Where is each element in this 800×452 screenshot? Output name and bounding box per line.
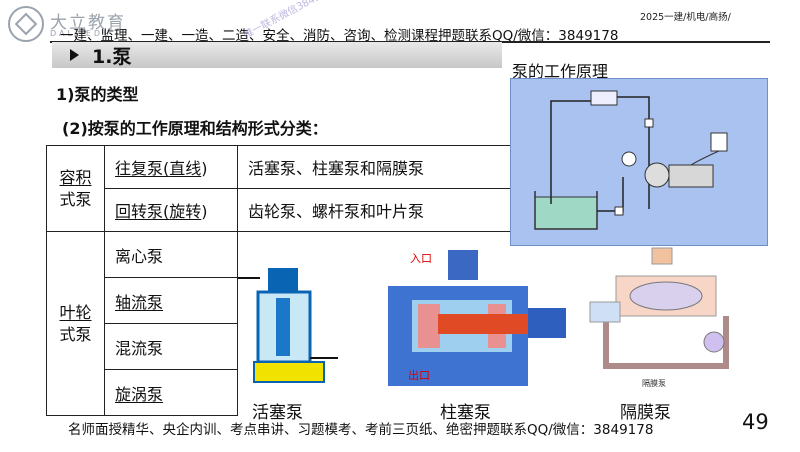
impeller-axial: 轴流泵 — [104, 277, 238, 324]
drive-end — [528, 308, 566, 338]
piston-pump-illustration — [238, 268, 338, 383]
section-title: 1.泵 — [92, 46, 132, 68]
page-number: 49 — [742, 410, 769, 434]
subheading-pump-types: 1)泵的类型 — [56, 85, 139, 104]
tank-outline — [534, 191, 598, 230]
subheading-classification: (2)按泵的工作原理和结构形式分类： — [62, 119, 328, 138]
triangle-bullet-icon — [70, 49, 79, 61]
table-row: 混流泵 — [47, 323, 529, 370]
header-banner: 一建、监理、一建、一造、二造、安全、消防、咨询、检测课程押题联系QQ/微信：38… — [60, 28, 619, 44]
plunger-pump-illustration: 入口 出口 — [388, 250, 566, 386]
diaphragm-pump-figure: 隔膜泵 — [586, 246, 746, 396]
inlet-port — [448, 250, 478, 280]
brand-name: 大立教育 — [50, 13, 126, 33]
group-impeller: 叶轮 式泵 — [46, 231, 105, 416]
return-pipe — [597, 177, 624, 212]
logo-icon — [8, 6, 44, 42]
group-label-line: 式泵 — [59, 189, 92, 209]
classification-table: 容积 式泵 往复泵(直线) 活塞泵、柱塞泵和隔膜泵 回转泵(旋转) 齿轮泵、螺杆… — [46, 145, 529, 416]
plunger-pump-figure: 入口 出口 — [378, 246, 568, 396]
caption-plunger-pump: 柱塞泵 — [440, 403, 491, 423]
course-tag: 2025一建/机电/高扬/ — [640, 12, 731, 23]
diaphragm-pump-illustration: 隔膜泵 — [589, 247, 729, 388]
working-principle-title: 泵的工作原理 — [512, 62, 609, 81]
valve-icon — [644, 118, 654, 128]
packing — [418, 304, 440, 348]
footer-text: 名师面授精华、央企内训、考点串讲、习题模考、考前三页纸、绝密押题联系QQ/微信：… — [68, 422, 654, 438]
control-box — [710, 132, 728, 152]
subtype-rotary: 回转泵(旋转) — [104, 188, 238, 232]
subtype-text: ) — [201, 159, 208, 178]
top-vessel — [590, 90, 618, 106]
impeller-mixed: 混流泵 — [104, 323, 238, 370]
inlet-label: 入口 — [410, 252, 432, 265]
outlet-label: 出口 — [408, 368, 430, 382]
subtype-text: 回转泵( — [115, 202, 170, 221]
inlet-valve — [589, 301, 621, 323]
brand-sub: DALI EDU — [50, 29, 112, 38]
liquid-pipe — [603, 316, 729, 369]
plunger — [438, 314, 538, 334]
table-row: 回转泵(旋转) 齿轮泵、螺杆泵和叶片泵 — [47, 188, 529, 232]
subtype-reciprocating: 往复泵(直线) — [104, 145, 238, 189]
working-principle-diagram — [510, 78, 768, 246]
water-tank — [534, 196, 598, 230]
pump-casing — [644, 162, 670, 188]
subtype-text: ) — [201, 202, 208, 221]
impeller-centrifugal: 离心泵 — [104, 231, 238, 278]
table-row: 旋涡泵 — [47, 369, 529, 416]
group-positive-displacement: 容积 式泵 — [46, 145, 105, 232]
motor — [668, 164, 714, 188]
table-row: 轴流泵 — [47, 277, 529, 324]
cable — [690, 150, 720, 166]
subtype-text: 旋转 — [169, 202, 202, 221]
valve-chamber — [253, 361, 325, 383]
section-title-bar — [52, 42, 502, 68]
examples-rotary: 齿轮泵、螺杆泵和叶片泵 — [237, 188, 529, 232]
group-label-line: 容积 — [59, 167, 92, 187]
impeller-vortex: 旋涡泵 — [104, 369, 238, 416]
air-valve — [651, 247, 673, 265]
pump-system-schematic — [534, 90, 728, 230]
subtype-text: 往复泵( — [115, 159, 170, 178]
diaphragm — [629, 281, 703, 311]
examples-reciprocating: 活塞泵、柱塞泵和隔膜泵 — [237, 145, 529, 189]
pressure-gauge-icon — [621, 151, 637, 167]
piston-rod — [276, 298, 290, 356]
suction-pipe — [550, 100, 591, 204]
caption-diaphragm-pump: 隔膜泵 — [620, 403, 671, 423]
group-label-line: 式泵 — [59, 324, 92, 344]
valve-icon — [614, 206, 624, 216]
diaphragm-small-label: 隔膜泵 — [642, 378, 666, 388]
check-valve — [703, 331, 725, 353]
subtype-text: 直线 — [169, 159, 202, 178]
table-row: 容积 式泵 往复泵(直线) 活塞泵、柱塞泵和隔膜泵 — [46, 145, 529, 232]
cylinder-head — [268, 268, 298, 292]
group-label-line: 叶轮 — [59, 302, 92, 322]
caption-piston-pump: 活塞泵 — [252, 403, 303, 423]
piston-pump-figure — [238, 248, 358, 398]
table-row: 叶轮 式泵 离心泵 — [46, 231, 529, 416]
